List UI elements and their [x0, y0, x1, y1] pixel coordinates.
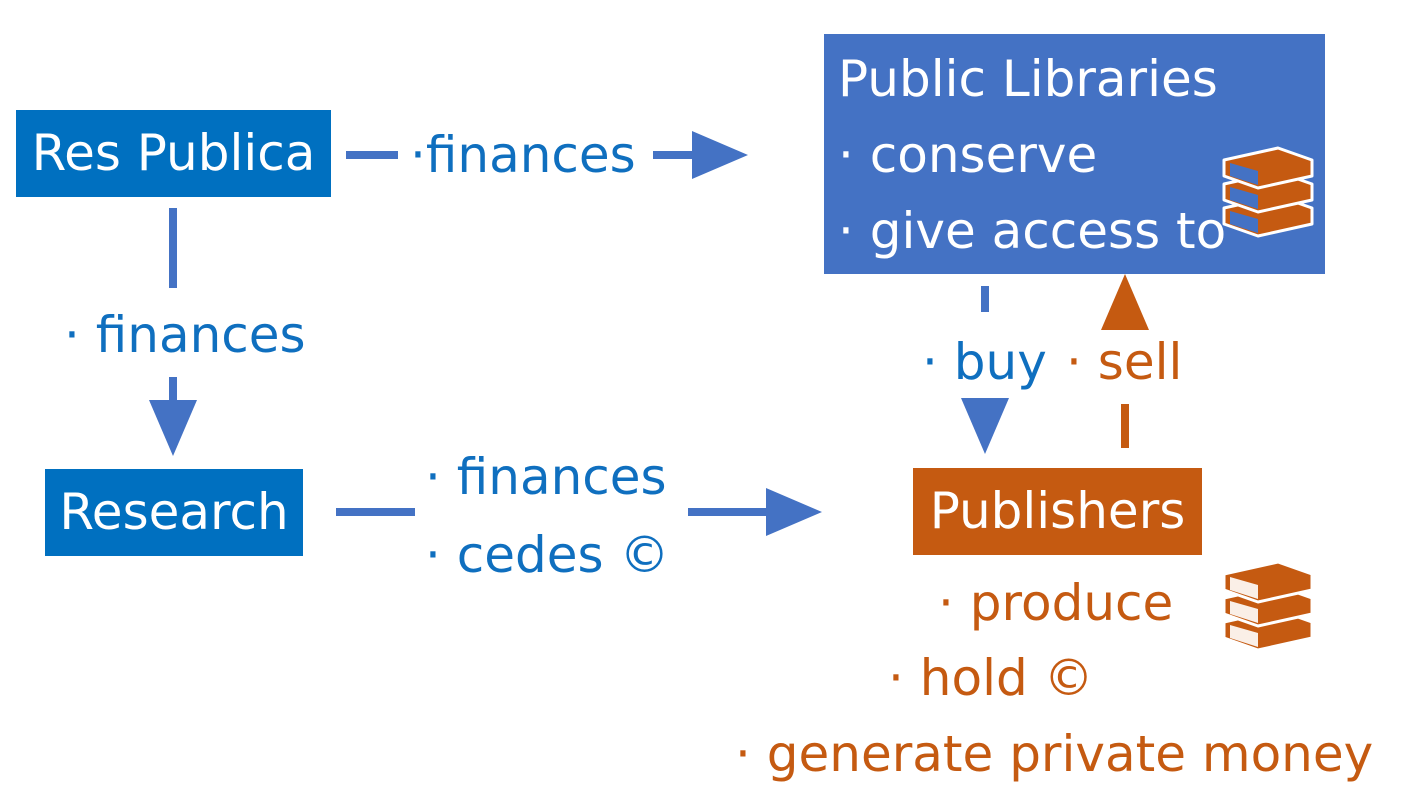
publishers-node: Publishers — [913, 468, 1202, 555]
res-publica-node: Res Publica — [16, 110, 331, 197]
research-label: Research — [59, 483, 289, 541]
public-libraries-line-conserve: · conserve — [838, 126, 1098, 184]
edge-label-research-finances: · finances — [425, 448, 667, 506]
books-icon — [1222, 146, 1314, 238]
public-libraries-title: Public Libraries — [838, 50, 1218, 108]
public-libraries-line-access: · give access to — [838, 202, 1227, 260]
publisher-role-money: · generate private money — [735, 725, 1374, 783]
public-libraries-node: Public Libraries · conserve · give acces… — [824, 34, 1325, 274]
edge-label-res-to-libraries: ·finances — [410, 126, 636, 184]
research-node: Research — [45, 469, 303, 556]
res-publica-label: Res Publica — [31, 124, 316, 182]
books-icon — [1222, 560, 1314, 652]
publishers-label: Publishers — [929, 482, 1186, 540]
edge-label-res-to-research: · finances — [64, 306, 306, 364]
edge-label-research-cedes: · cedes © — [425, 526, 670, 584]
publisher-role-hold: · hold © — [888, 649, 1094, 707]
publisher-role-produce: · produce — [938, 574, 1174, 632]
edge-label-buy: · buy — [922, 333, 1047, 391]
edge-label-sell: · sell — [1066, 333, 1183, 391]
